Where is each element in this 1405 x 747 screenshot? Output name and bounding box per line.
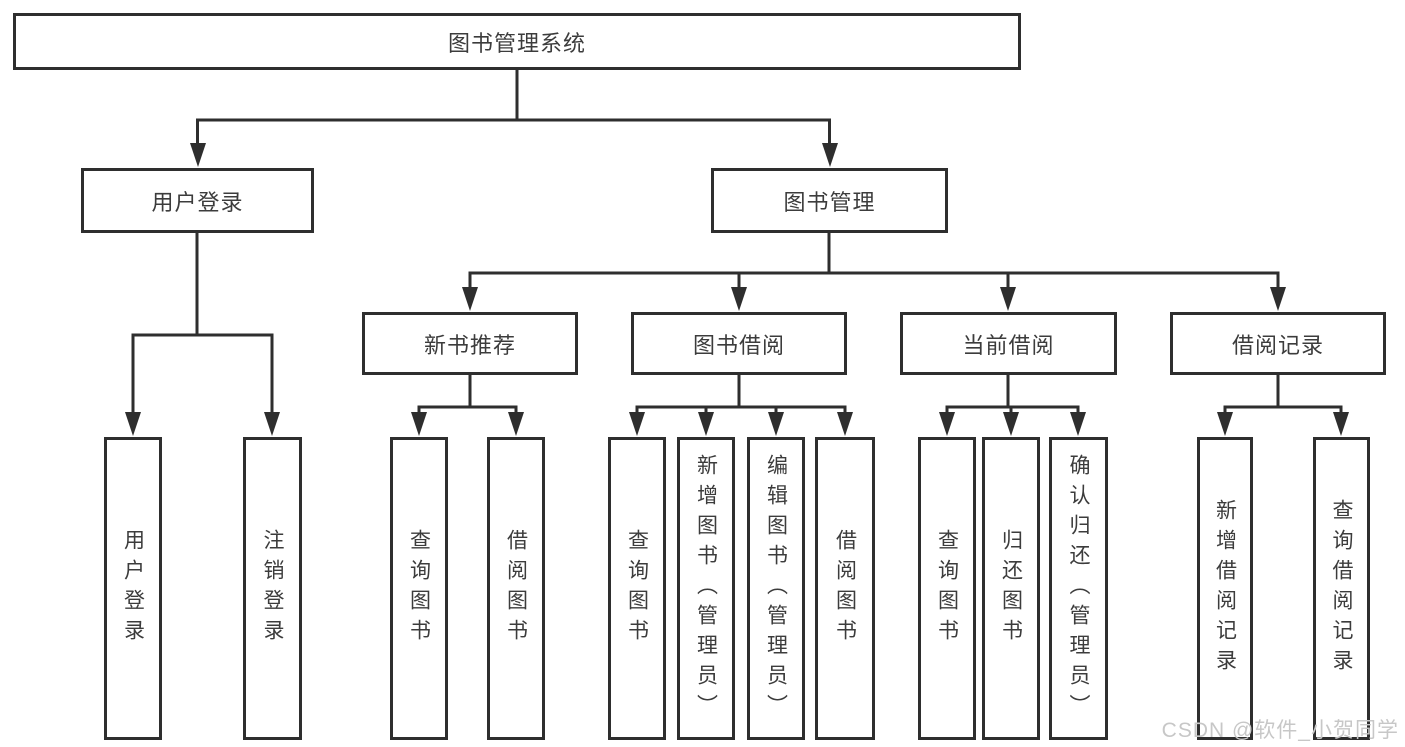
node-label: 图书管理 (783, 189, 876, 215)
leaf-user-login: 用户登录 (104, 437, 162, 740)
leaf-query-borrow-record: 查询借阅记录 (1313, 437, 1370, 740)
leaf-label: 确认归还（管理员） (1067, 453, 1090, 724)
node-label: 图书借阅 (692, 332, 785, 358)
leaf-borrow-books-recommend: 借阅图书 (487, 437, 545, 740)
leaf-query-books-borrowing: 查询图书 (608, 437, 666, 740)
leaf-logout-login: 注销登录 (243, 437, 302, 740)
leaf-label: 查询图书 (625, 528, 649, 649)
leaf-label: 编辑图书（管理员） (764, 453, 788, 724)
leaf-confirm-return-admin: 确认归还（管理员） (1049, 437, 1108, 740)
node-new-book-recommendation: 新书推荐 (362, 312, 578, 375)
leaf-borrow-books-borrowing: 借阅图书 (815, 437, 875, 740)
node-label: 图书管理系统 (447, 30, 586, 56)
leaf-query-books-current: 查询图书 (918, 437, 976, 740)
node-user-login: 用户登录 (81, 168, 314, 233)
leaf-label: 借阅图书 (833, 528, 857, 649)
node-borrowing-records: 借阅记录 (1170, 312, 1386, 375)
leaf-label: 查询借阅记录 (1330, 498, 1353, 679)
leaf-label: 查询图书 (935, 528, 959, 649)
node-label: 当前借阅 (962, 332, 1055, 358)
leaf-label: 归还图书 (999, 528, 1023, 649)
leaf-label: 注销登录 (261, 528, 284, 649)
node-label: 用户登录 (151, 189, 244, 215)
node-current-borrowing: 当前借阅 (900, 312, 1117, 375)
leaf-return-books: 归还图书 (982, 437, 1040, 740)
leaf-label: 用户登录 (121, 528, 145, 649)
node-library-management-system: 图书管理系统 (13, 13, 1021, 70)
node-book-borrowing: 图书借阅 (631, 312, 847, 375)
leaf-label: 查询图书 (407, 528, 431, 649)
leaf-add-borrow-record: 新增借阅记录 (1197, 437, 1253, 740)
node-label: 新书推荐 (423, 332, 516, 358)
leaf-label: 新增图书（管理员） (694, 453, 718, 724)
leaf-edit-book-admin: 编辑图书（管理员） (747, 437, 805, 740)
leaf-query-books-recommend: 查询图书 (390, 437, 448, 740)
node-book-management: 图书管理 (711, 168, 948, 233)
leaf-label: 借阅图书 (504, 528, 528, 649)
csdn-watermark: CSDN @软件_小贺同学 (1161, 719, 1399, 742)
node-label: 借阅记录 (1231, 332, 1324, 358)
leaf-label: 新增借阅记录 (1213, 498, 1237, 679)
leaf-add-book-admin: 新增图书（管理员） (677, 437, 735, 740)
arrowheads (125, 143, 1349, 436)
